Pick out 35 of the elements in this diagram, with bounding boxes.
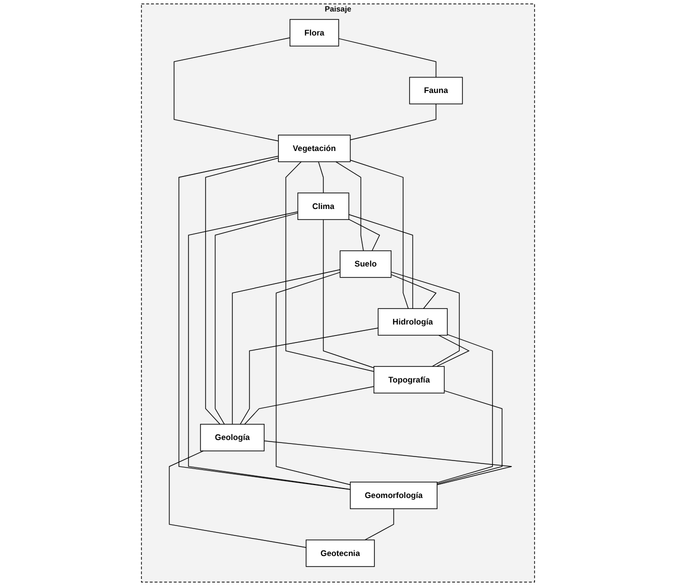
connector	[244, 386, 374, 425]
connector	[168, 450, 306, 548]
node-box: Topografía	[374, 366, 445, 394]
connector	[276, 272, 351, 486]
connector	[436, 334, 493, 484]
connector	[335, 161, 364, 252]
connector	[390, 272, 460, 367]
node-box: Fauna	[409, 76, 463, 104]
connector	[232, 269, 340, 425]
node-box: Suelo	[340, 250, 392, 278]
connector	[364, 508, 394, 540]
connector	[348, 219, 380, 252]
node-box: Geotecnia	[306, 540, 375, 567]
connector	[188, 211, 351, 490]
connector	[205, 158, 279, 425]
connector	[350, 160, 409, 309]
connector	[318, 161, 324, 194]
node-box: Clima	[297, 192, 350, 220]
connector	[214, 212, 298, 425]
connector	[436, 390, 502, 484]
connector	[348, 214, 414, 309]
node-box: Geomorfología	[350, 482, 438, 510]
connector	[350, 104, 436, 140]
connector	[285, 161, 374, 372]
connector	[178, 156, 351, 490]
connector	[264, 440, 512, 486]
node-box: Flora	[290, 19, 340, 46]
connector	[338, 38, 436, 78]
connector	[240, 328, 379, 425]
node-box: Geología	[200, 424, 265, 452]
connector	[322, 219, 374, 368]
connector	[174, 37, 290, 142]
node-box: Vegetación	[278, 134, 351, 162]
node-box: Hidrología	[378, 308, 448, 336]
connector	[390, 274, 437, 309]
